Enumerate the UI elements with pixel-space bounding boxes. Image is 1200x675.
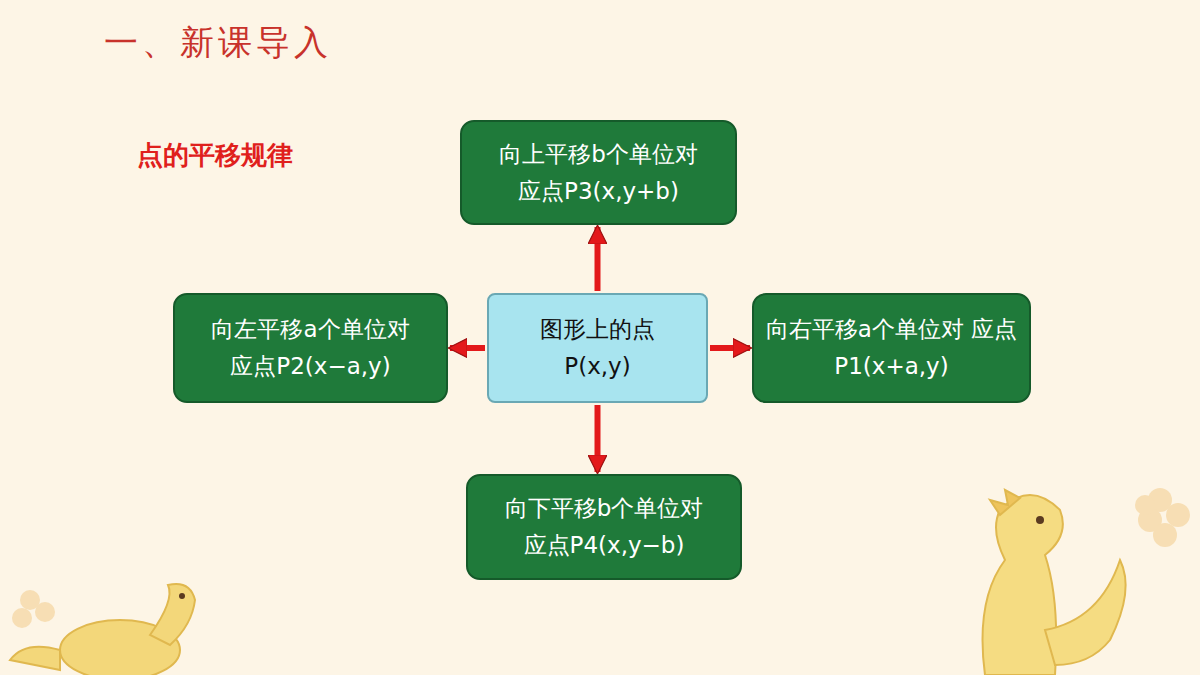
- section-heading: 点的平移规律: [137, 138, 293, 173]
- translation-arrow: [710, 345, 750, 351]
- dinosaur-right: [983, 490, 1126, 675]
- dinosaur-left: [10, 584, 195, 675]
- node-text: 向上平移b个单位对 应点P3(x,y+b): [474, 136, 724, 210]
- node-text: 向下平移b个单位对 应点P4(x,y−b): [479, 490, 729, 564]
- translation-arrow: [450, 345, 485, 351]
- translation-arrow: [595, 227, 601, 291]
- source-point-box: 图形上的点 P(x,y): [487, 293, 708, 403]
- translation-arrow: [595, 405, 601, 472]
- translation-box: 向左平移a个单位对 应点P2(x−a,y): [173, 293, 448, 403]
- node-text: 向左平移a个单位对 应点P2(x−a,y): [186, 311, 436, 385]
- translation-box: 向右平移a个单位对 应点 P1(x+a,y): [752, 293, 1031, 403]
- translation-box: 向下平移b个单位对 应点P4(x,y−b): [466, 474, 742, 580]
- translation-box: 向上平移b个单位对 应点P3(x,y+b): [460, 120, 737, 225]
- node-text: 图形上的点 P(x,y): [523, 311, 673, 385]
- node-text: 向右平移a个单位对 应点 P1(x+a,y): [764, 311, 1019, 385]
- slide-title: 一、新课导入: [104, 20, 332, 66]
